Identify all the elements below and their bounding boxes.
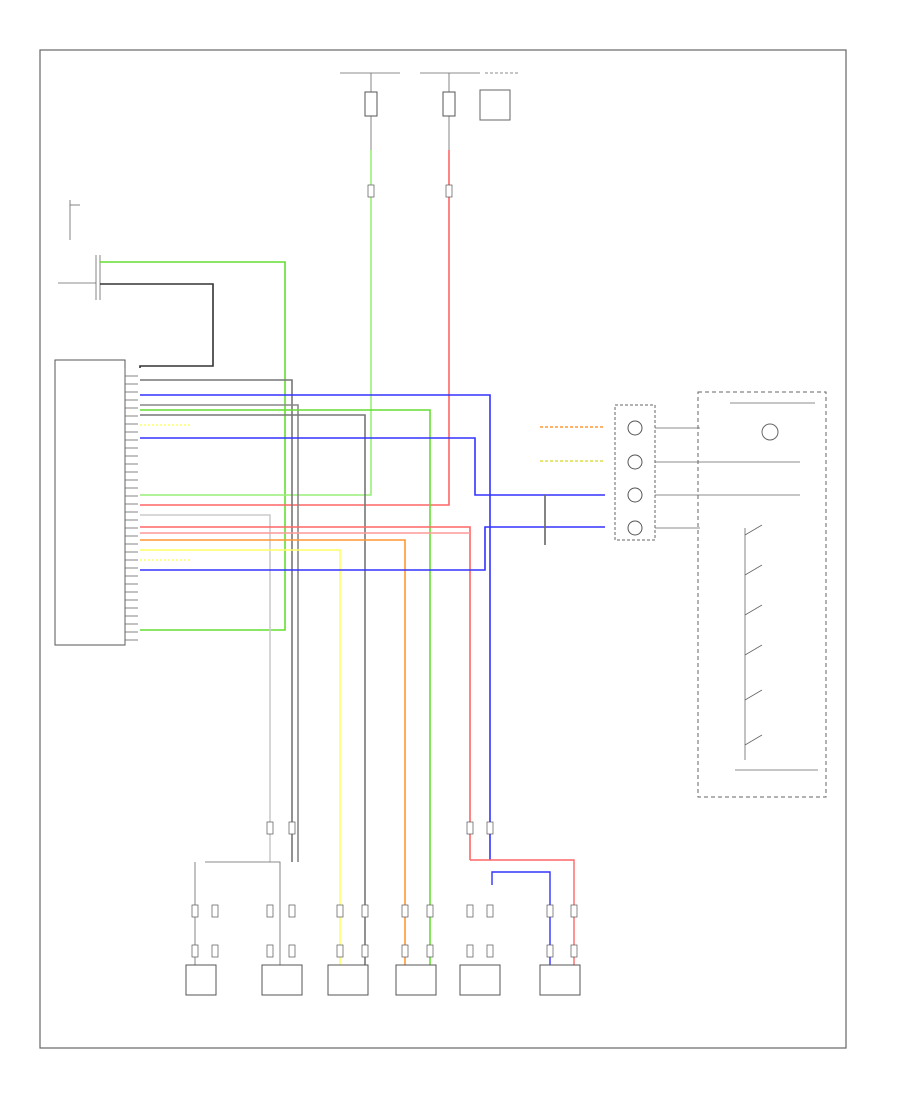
wire-green-1	[140, 409, 431, 978]
speaker-left-front-door	[261, 964, 303, 996]
diagram-frame	[39, 49, 847, 1049]
wires	[100, 150, 605, 978]
wire-power-green	[140, 150, 372, 496]
wire-gray-1	[140, 379, 293, 862]
audio-unit	[54, 359, 138, 646]
clock-spring-terminal-1	[627, 420, 643, 436]
fuse-2	[442, 91, 456, 117]
wire-blue-1	[140, 394, 491, 860]
steering-switch-box	[697, 391, 827, 798]
audio-unit-box	[54, 359, 126, 646]
speaker-left-front-tweeter	[185, 861, 281, 996]
speakers	[185, 184, 581, 996]
relay-box	[479, 89, 511, 121]
fuse-1	[364, 91, 378, 117]
clock-spring	[614, 404, 800, 541]
steering-lamp	[761, 423, 779, 441]
wire-gray-3	[140, 414, 366, 978]
wire-gray-2	[140, 404, 299, 862]
speaker-right-rear-door	[395, 964, 437, 996]
clock-spring-box	[614, 404, 656, 541]
wire-white-1	[140, 514, 271, 862]
wire-antenna-dark	[100, 283, 214, 368]
antenna-section	[58, 200, 101, 300]
wire-red-1	[140, 526, 471, 860]
connector-marks	[191, 184, 578, 958]
speaker-right-front-door	[539, 964, 581, 996]
wire-blue-2	[140, 437, 605, 496]
wire-yellow-1	[140, 549, 341, 978]
speaker-right-front-tweeter	[459, 859, 575, 996]
wire-power-red	[140, 150, 450, 506]
clock-spring-terminal-2	[627, 454, 643, 470]
clock-spring-terminal-4	[627, 520, 643, 536]
clock-spring-terminal-3	[627, 487, 643, 503]
wire-orange-1	[140, 539, 406, 978]
steering-switches	[744, 524, 763, 746]
audio-unit-pins	[125, 375, 138, 641]
speaker-left-rear-door	[327, 964, 369, 996]
steering-switch	[697, 391, 827, 798]
power-feeds	[340, 72, 520, 150]
wire-antenna-green	[100, 261, 286, 631]
